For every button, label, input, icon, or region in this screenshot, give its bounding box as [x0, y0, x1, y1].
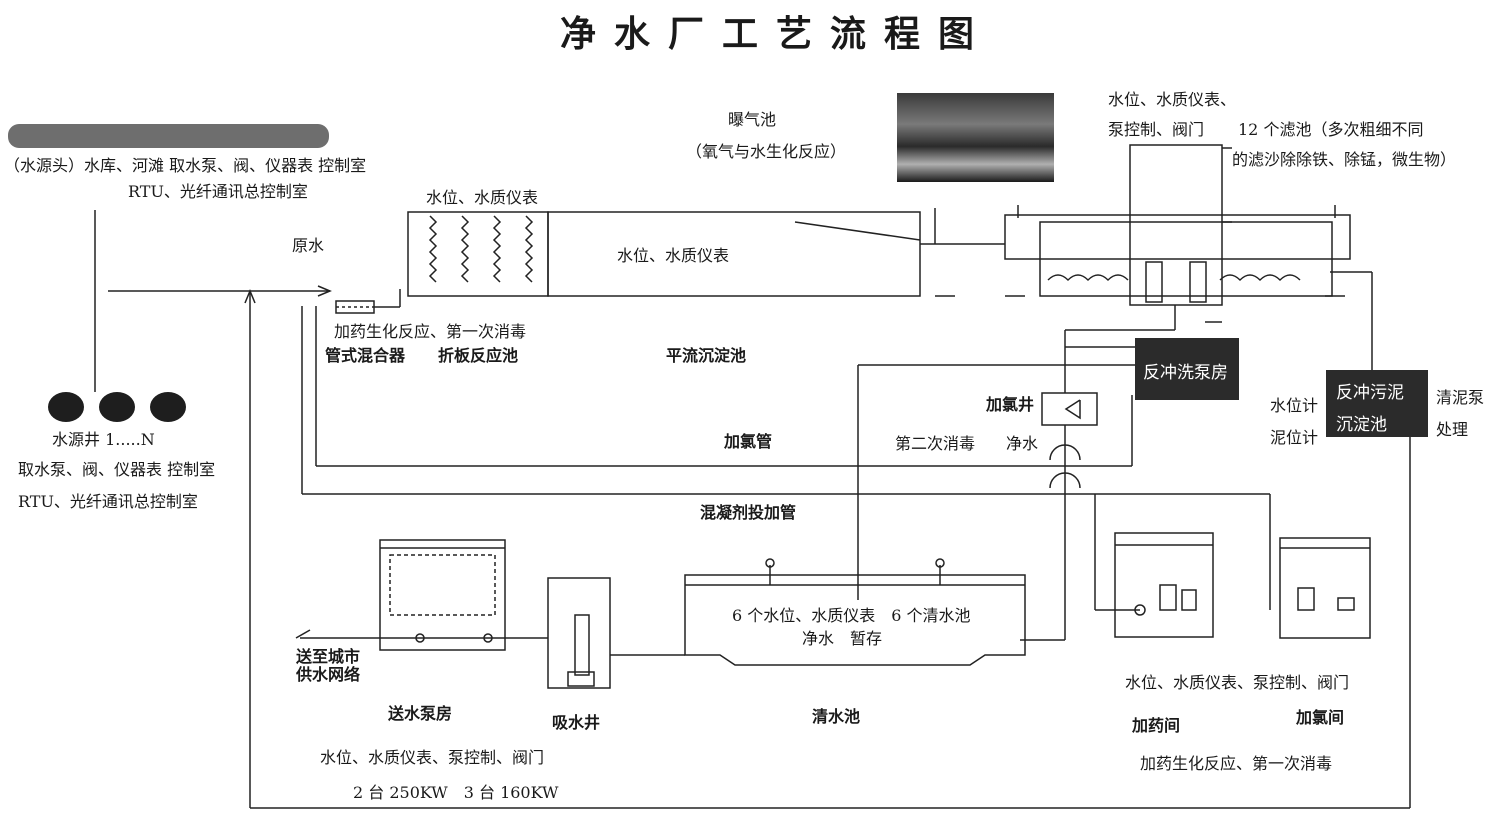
source-rtu: RTU、光纤通讯总控制室: [128, 182, 308, 201]
filters-desc: 的滤沙除除铁、除锰，微生物）: [1232, 150, 1457, 169]
mixing-reaction: 加药生化反应、第一次消毒: [334, 322, 527, 341]
pump-house-label: 送水泵房: [388, 704, 453, 723]
mud-level-gauge: 泥位计: [1270, 428, 1319, 447]
water-well-1: [48, 392, 84, 422]
filters-instruments: 水位、水质仪表、: [1108, 90, 1237, 109]
dosing-reaction: 加药生化反应、第一次消毒: [1140, 754, 1333, 773]
pipe-mixer-label: 管式混合器: [325, 346, 406, 365]
page-title: 净水厂工艺流程图: [560, 13, 993, 55]
water-level-gauge: 水位计: [1270, 396, 1319, 415]
chlorine-room-label: 加氯间: [1296, 708, 1345, 727]
supply-power: 2 台 250KW 3 台 160KW: [353, 783, 559, 802]
suction-well-label: 吸水井: [552, 713, 601, 732]
aeration-name: 曝气池: [728, 110, 777, 129]
dosing-room-label: 加药间: [1132, 716, 1181, 735]
city-supply-line1: 送至城市: [296, 647, 361, 666]
filters-pump-control: 泵控制、阀门: [1108, 120, 1205, 139]
aeration-desc: （氧气与水生化反应）: [686, 142, 847, 161]
raw-water-label: 原水: [292, 236, 325, 255]
source-pipe-bar: [8, 124, 329, 148]
clear-well-storage: 净水 暂存: [802, 629, 883, 648]
sedimentation-label: 平流沉淀池: [666, 346, 747, 365]
sed-instruments: 水位、水质仪表: [617, 246, 730, 265]
sludge-pump-line2: 处理: [1436, 420, 1469, 439]
clear-well-label: 清水池: [812, 707, 861, 726]
wells-label: 水源井 1.....N: [52, 430, 155, 449]
backwash-pump-box: 反冲洗泵房: [1135, 338, 1239, 400]
wells-controls: 取水泵、阀、仪器表 控制室: [18, 460, 216, 479]
second-disinfection: 第二次消毒: [895, 434, 976, 453]
water-well-2: [99, 392, 135, 422]
sludge-tank-line2: 沉淀池: [1336, 415, 1387, 435]
sludge-tank-line1: 反冲污泥: [1336, 383, 1404, 403]
baffle-tank-label: 折板反应池: [438, 346, 519, 365]
supply-controls: 水位、水质仪表、泵控制、阀门: [320, 748, 545, 767]
coagulant-pipe-label: 混凝剂投加管: [700, 503, 797, 522]
sludge-tank-box: 反冲污泥 沉淀池: [1326, 370, 1428, 437]
wells-rtu: RTU、光纤通讯总控制室: [18, 492, 198, 511]
dosing-controls: 水位、水质仪表、泵控制、阀门: [1125, 673, 1350, 692]
aeration-photo: [897, 93, 1054, 182]
baffle-instruments: 水位、水质仪表: [426, 188, 539, 207]
chlorine-well-label: 加氯井: [986, 395, 1035, 414]
water-well-3: [150, 392, 186, 422]
source-desc: （水源头）水库、河滩 取水泵、阀、仪器表 控制室: [4, 156, 367, 175]
filters-count: 12 个滤池（多次粗细不同: [1238, 120, 1424, 139]
clear-well-instruments: 6 个水位、水质仪表 6 个清水池: [732, 606, 971, 625]
backwash-pump-label: 反冲洗泵房: [1143, 363, 1228, 383]
clean-water-label: 净水: [1006, 434, 1039, 453]
chlorine-pipe-label: 加氯管: [724, 432, 773, 451]
city-supply-line2: 供水网络: [296, 665, 361, 684]
sludge-pump-line1: 清泥泵: [1436, 388, 1485, 407]
